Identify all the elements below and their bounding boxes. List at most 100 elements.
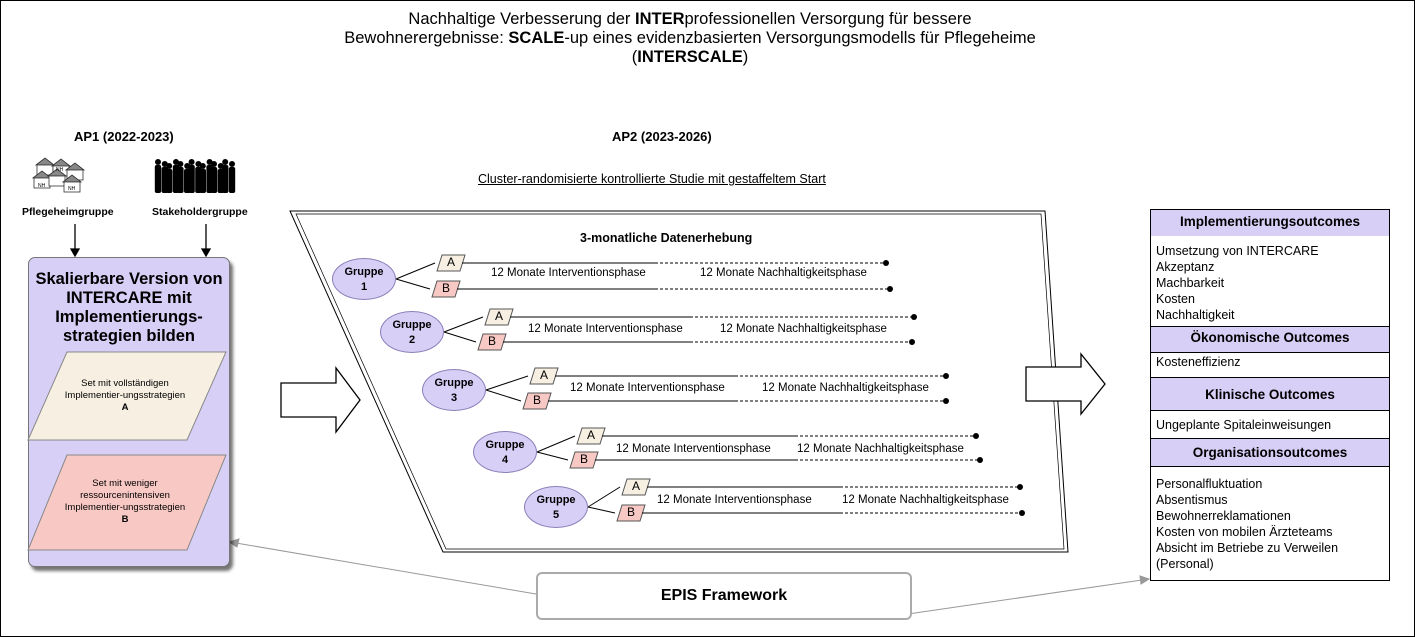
intervention-phase-label: 12 Monate Interventionsphase xyxy=(657,494,812,506)
outcome-item: Personalfluktuation xyxy=(1156,477,1263,491)
clinical-outcomes-header: Klinische Outcomes xyxy=(1150,377,1390,411)
set-a-text: Set mit vollständigen Implementier-ungss… xyxy=(64,378,186,413)
group-name: Gruppe xyxy=(536,494,576,506)
group-number: 3 xyxy=(450,392,458,404)
sustainability-phase-label: 12 Monate Nachhaltigkeitsphase xyxy=(720,323,887,335)
person-silhouette-body xyxy=(199,169,206,193)
person-silhouette-body xyxy=(154,165,162,193)
strategy-b-marker xyxy=(616,504,646,522)
person-silhouette-body xyxy=(177,167,184,193)
group-name: Gruppe xyxy=(392,319,432,331)
outcome-item: Kosten xyxy=(1156,292,1195,306)
outcome-item: Bewohnerreklamationen xyxy=(1156,509,1291,523)
group-number: 1 xyxy=(360,281,368,293)
nh-icon-text: NH xyxy=(68,186,76,192)
strategy-b-marker xyxy=(477,333,507,351)
strategy-b-letter: B xyxy=(579,452,588,466)
branch-arrow-a xyxy=(587,486,621,508)
epis-framework-box: EPIS Framework xyxy=(536,572,912,620)
branch-arrow-a xyxy=(536,435,576,453)
group-name: Gruppe xyxy=(485,439,525,451)
outcome-item: Kosten von mobilen Ärzteteams xyxy=(1156,525,1333,539)
person-silhouette-body xyxy=(210,167,218,193)
group-name: Gruppe xyxy=(434,377,474,389)
group-number: 2 xyxy=(408,334,416,346)
economic-outcomes-list: Kosteneffizienz xyxy=(1150,352,1390,378)
outcome-item: Akzeptanz xyxy=(1156,260,1215,274)
end-dot-a xyxy=(973,433,979,439)
strategy-b-letter: B xyxy=(441,281,450,295)
group-number: 4 xyxy=(501,454,509,466)
clinical-outcomes-list: Ungeplante Spitaleinweisungen xyxy=(1150,410,1390,439)
timelines xyxy=(395,254,1025,522)
data-collection-label: 3-monatliche Datenerhebung xyxy=(580,231,753,245)
implementation-outcomes-header: Implementierungsoutcomes xyxy=(1150,209,1390,237)
intervention-phase-label: 12 Monate Interventionsphase xyxy=(528,323,683,335)
strategy-b-marker xyxy=(569,451,599,469)
study-design-label: Cluster-randomisierte kontrollierte Stud… xyxy=(478,172,826,186)
nursing-home-group-label: Pflegeheimgruppe xyxy=(22,206,114,218)
scalable-version-title: Skalierbare Version von INTERCARE mit Im… xyxy=(35,270,223,345)
stakeholder-group-label: Stakeholdergruppe xyxy=(152,206,248,218)
intervention-phase-label: 12 Monate Interventionsphase xyxy=(570,382,725,394)
strategy-a-marker xyxy=(436,254,466,272)
person-silhouette-head xyxy=(222,159,229,165)
person-silhouette-head xyxy=(199,163,206,169)
person-silhouette-head xyxy=(166,163,173,169)
intervention-phase-label: 12 Monate Interventionsphase xyxy=(491,267,646,279)
strategy-b-letter: B xyxy=(532,393,541,407)
economic-outcomes-header: Ökonomische Outcomes xyxy=(1150,326,1390,353)
outcome-item: Machbarkeit xyxy=(1156,276,1225,290)
organisational-outcomes-header: Organisationsoutcomes xyxy=(1150,438,1390,467)
person-silhouette-head xyxy=(177,161,184,167)
person-silhouette-head xyxy=(188,159,195,165)
branch-arrow-b xyxy=(536,451,569,461)
group-3-node: Gruppe 3 xyxy=(422,369,486,411)
strategy-b-marker xyxy=(522,392,552,410)
person-silhouette-head xyxy=(229,161,235,167)
strategy-a-letter: A xyxy=(631,479,640,493)
person-silhouette-head xyxy=(211,161,217,167)
strategy-b-letter: B xyxy=(626,505,635,519)
outcome-item: Nachhaltigkeit xyxy=(1156,308,1235,322)
branch-arrow-b xyxy=(395,278,431,290)
implementation-outcomes-list: Umsetzung von INTERCARE Akzeptanz Machba… xyxy=(1150,236,1390,327)
sustainability-phase-label: 12 Monate Nachhaltigkeitsphase xyxy=(797,443,964,455)
strategy-b-letter: B xyxy=(487,334,496,348)
person-silhouette-head xyxy=(155,159,161,165)
down-arrows xyxy=(69,224,212,258)
nursing-home-icon: NH NH NH xyxy=(31,157,86,193)
nh-icon-text: NH xyxy=(56,167,64,173)
branch-arrow-b xyxy=(443,331,477,343)
sustainability-phase-label: 12 Monate Nachhaltigkeitsphase xyxy=(762,382,929,394)
ap1-label: AP1 (2022-2023) xyxy=(74,129,174,144)
branch-arrow-a xyxy=(395,262,436,280)
group-number: 5 xyxy=(552,509,560,521)
epis-connectors xyxy=(227,538,1151,615)
arrow-to-outcomes xyxy=(1025,352,1106,416)
end-dot-a xyxy=(943,373,949,379)
outcome-item: (Personal) xyxy=(1156,557,1214,571)
page-title: Nachhaltige Verbesserung der INTERprofes… xyxy=(344,10,1036,66)
stakeholder-crowd-icon xyxy=(154,159,236,193)
end-dot-b xyxy=(977,457,983,463)
end-dot-b xyxy=(943,398,949,404)
end-dot-a xyxy=(911,314,917,320)
group-5-node: Gruppe 5 xyxy=(524,486,588,528)
end-dot-b xyxy=(909,339,915,345)
outcome-item: Umsetzung von INTERCARE xyxy=(1156,244,1319,258)
strategy-a-letter: A xyxy=(539,368,548,382)
strategy-a-marker xyxy=(529,367,559,385)
intervention-phase-label: 12 Monate Interventionsphase xyxy=(616,443,771,455)
person-silhouette-body xyxy=(228,167,236,193)
person-silhouette-body xyxy=(188,165,195,193)
end-dot-b xyxy=(887,286,893,292)
person-silhouette-body xyxy=(222,165,229,193)
end-dot-a xyxy=(1017,484,1023,490)
strategy-a-marker xyxy=(621,478,651,496)
strategy-b-marker xyxy=(431,280,461,298)
strategy-a-letter: A xyxy=(446,255,455,269)
outcome-item: Absicht im Betriebe zu Verweilen xyxy=(1156,541,1339,555)
sustainability-phase-label: 12 Monate Nachhaltigkeitsphase xyxy=(700,267,867,279)
